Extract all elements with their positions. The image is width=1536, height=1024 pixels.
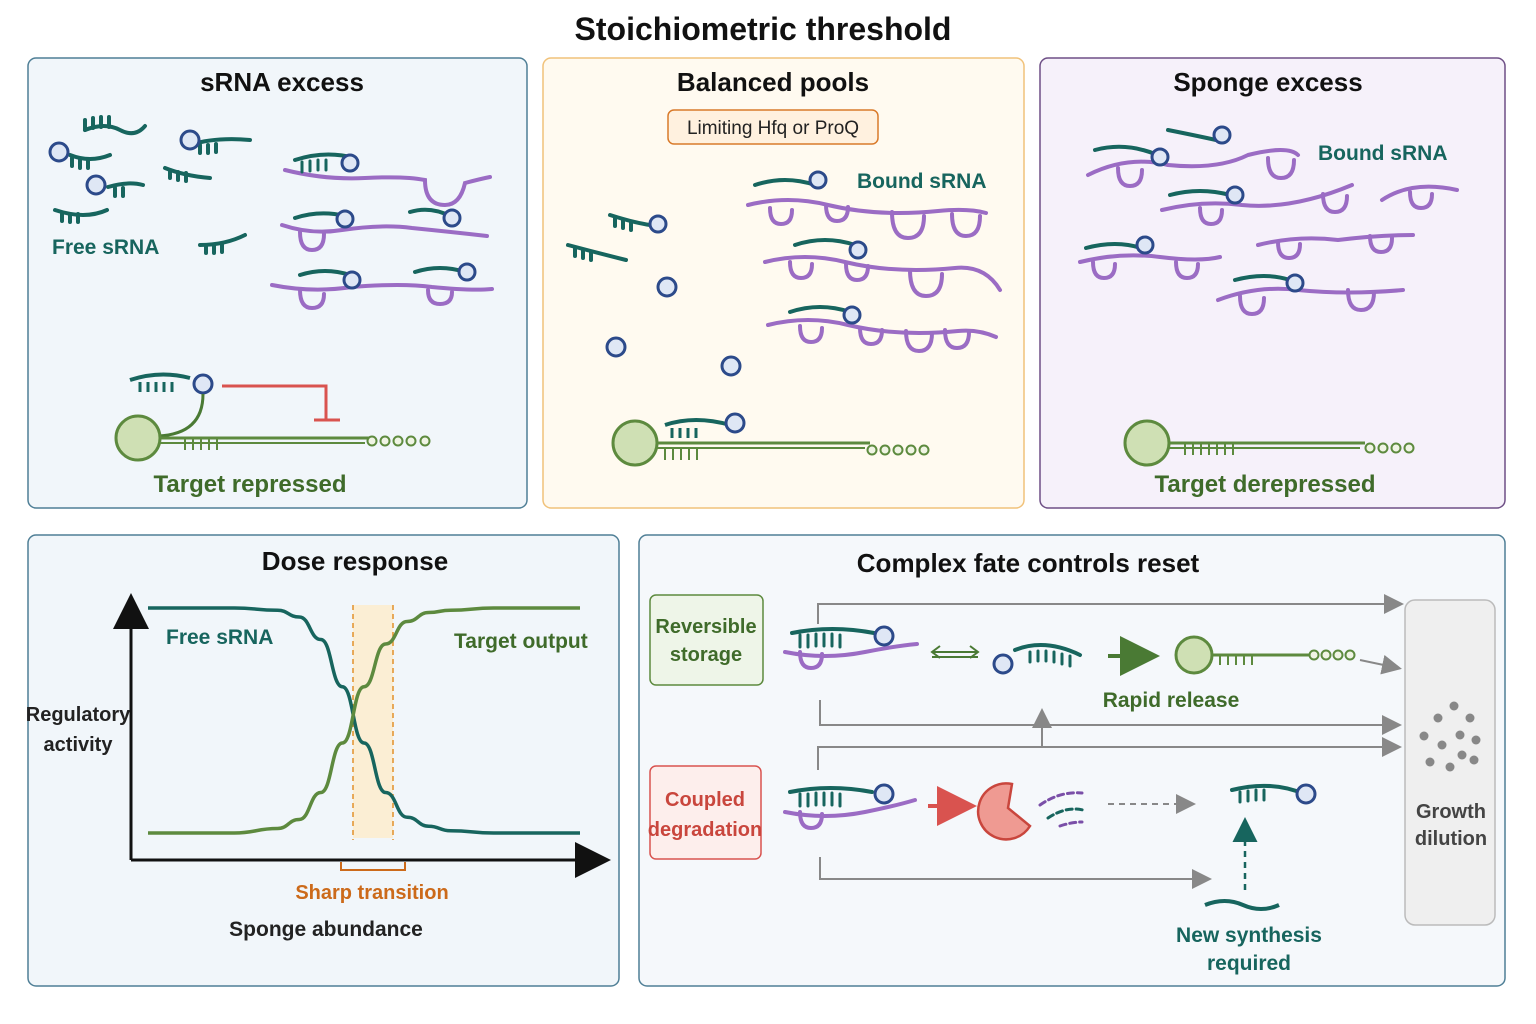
reversible-double-arrow <box>930 645 980 659</box>
transition-zone <box>353 605 393 838</box>
limiting-hfq-badge <box>667 109 879 145</box>
rnase-pacman-icon <box>976 782 1032 841</box>
panel-complex-fate: Complex fate controls reset Reversible s… <box>638 534 1506 987</box>
dose-series-target-label: Target output <box>454 630 588 653</box>
dose-xlabel: Sponge abundance <box>229 918 423 941</box>
dose-ylabel-line2: activity <box>44 734 114 756</box>
target-mrna-derepressed <box>1123 419 1415 467</box>
free-srna-balanced <box>566 213 652 262</box>
panel-sponge-title: Sponge excess <box>1173 67 1362 97</box>
free-hfq-rings <box>605 214 742 377</box>
connector-bottom <box>819 857 1212 889</box>
hfq-rings-srna-panel <box>48 129 201 196</box>
bound-complexes-balanced <box>746 170 1002 354</box>
main-title: Stoichiometric threshold <box>575 11 952 47</box>
released-target-mrna <box>1174 635 1356 675</box>
panel-dose-response: Dose response Regulatory activity Sponge… <box>26 534 620 987</box>
dose-curve-target-output <box>147 606 580 835</box>
coupled-degradation-box <box>649 765 762 860</box>
reversible-storage-box <box>649 594 764 686</box>
growth-line2: dilution <box>1415 828 1487 850</box>
degradation-complex <box>783 783 917 831</box>
dose-curves <box>147 606 580 835</box>
target-mrna-repressed <box>114 372 431 462</box>
bound-srna-label-sponge: Bound sRNA <box>1318 142 1448 165</box>
new-srna <box>1230 783 1317 805</box>
bound-srna-label-balanced: Bound sRNA <box>857 170 987 193</box>
dose-ylabel-line1: Regulatory <box>26 704 131 726</box>
new-synthesis-line1: New synthesis <box>1176 924 1322 947</box>
reversible-line2: storage <box>670 644 742 666</box>
limiting-hfq-badge-text: Limiting Hfq or ProQ <box>687 118 859 139</box>
coupled-line1: Coupled <box>665 789 745 811</box>
panel-fate-title: Complex fate controls reset <box>857 548 1200 578</box>
sponge-complexes <box>1078 125 1459 317</box>
rapid-release-label: Rapid release <box>1103 689 1240 712</box>
panel-sponge-excess: Sponge excess Bound sRNA <box>1039 57 1506 509</box>
dose-curve-free-srna <box>147 606 580 835</box>
new-synthesis-line2: required <box>1207 952 1291 975</box>
panel-balanced-title: Balanced pools <box>677 67 869 97</box>
target-derepressed-label: Target derepressed <box>1155 471 1376 498</box>
panel-srna-excess: sRNA excess Free sRNA <box>27 57 528 509</box>
transition-bracket <box>340 862 406 871</box>
free-srna-cluster <box>53 115 252 255</box>
connector-top-loop <box>817 594 1404 624</box>
target-repressed-label: Target repressed <box>154 471 347 498</box>
panel-balanced-pools: Balanced pools Limiting Hfq or ProQ Boun… <box>542 57 1025 509</box>
target-mrna-balanced <box>611 412 930 467</box>
connector-mid-1 <box>819 700 1402 735</box>
panel-srna-excess-title: sRNA excess <box>200 67 364 97</box>
connector-mid-2 <box>817 737 1402 770</box>
growth-line1: Growth <box>1416 801 1486 823</box>
degraded-fragments <box>1038 791 1085 828</box>
dose-series-free-label: Free sRNA <box>166 626 273 649</box>
panel-dose-title: Dose response <box>262 546 448 576</box>
reversible-complex <box>783 625 919 671</box>
released-srna <box>992 643 1082 675</box>
sharp-transition-label: Sharp transition <box>295 882 448 904</box>
bound-complexes-srna-panel <box>270 152 494 311</box>
free-srna-label: Free sRNA <box>52 236 159 259</box>
reversible-line1: Reversible <box>655 616 756 638</box>
coupled-line2: degradation <box>648 819 762 841</box>
dilution-dots <box>1419 701 1481 772</box>
new-synthesis-squiggle <box>1204 899 1280 911</box>
connector-target-to-dilution <box>1359 654 1402 675</box>
